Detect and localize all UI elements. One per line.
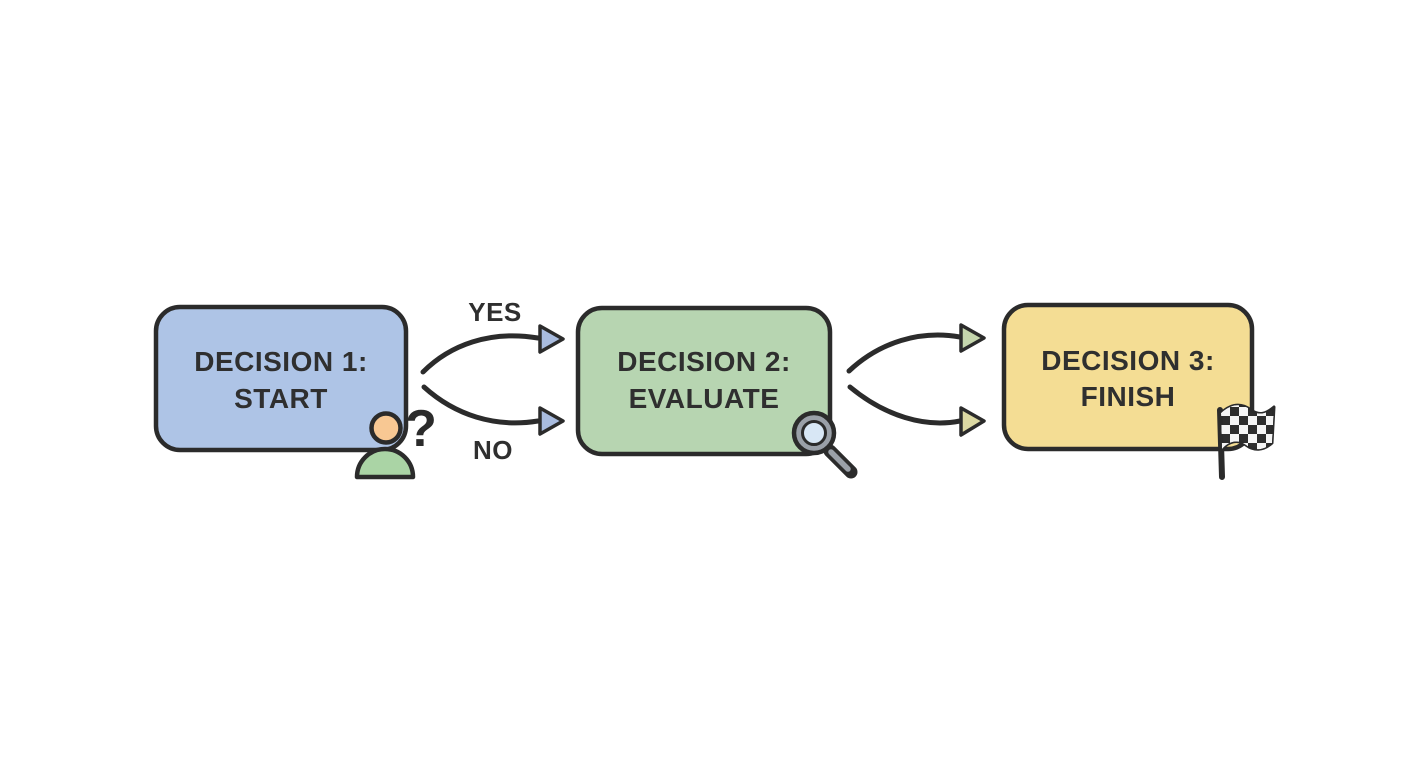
node-decision-3: DECISION 3: FINISH xyxy=(1001,302,1255,452)
edge-bottom-curve xyxy=(847,384,963,426)
edge-bottom-arrowhead-icon xyxy=(959,406,986,437)
node-decision-1-label-line1: DECISION 1: xyxy=(194,346,368,377)
edge-yes: YES xyxy=(420,297,565,375)
person-body xyxy=(354,446,416,480)
edge-evaluate-to-finish-bottom xyxy=(847,384,986,437)
edge-no: NO xyxy=(421,384,565,465)
person-question-icon: ? xyxy=(354,400,437,480)
question-mark-icon: ? xyxy=(405,400,437,458)
edge-evaluate-to-finish-top xyxy=(846,323,986,374)
flag-checker-pattern xyxy=(1221,405,1274,450)
edge-label-no: NO xyxy=(473,435,513,465)
edge-yes-curve xyxy=(420,333,541,375)
node-decision-2-box xyxy=(575,305,833,457)
node-decision-3-label-line2: FINISH xyxy=(1081,381,1176,412)
checkered-flag-icon xyxy=(1217,403,1276,480)
node-decision-3-box xyxy=(1001,302,1255,452)
edge-no-curve xyxy=(421,384,541,426)
node-decision-2-label-line2: EVALUATE xyxy=(629,383,780,414)
edge-label-yes: YES xyxy=(468,297,522,327)
node-decision-1-label-line2: START xyxy=(234,383,328,414)
edge-top-curve xyxy=(846,332,963,374)
node-decision-3-label-line1: DECISION 3: xyxy=(1041,345,1215,376)
node-decision-2-label-line1: DECISION 2: xyxy=(617,346,791,377)
node-decision-1-box xyxy=(153,304,409,453)
magnifier-icon xyxy=(791,410,858,479)
edge-top-arrowhead-icon xyxy=(959,323,986,353)
edge-no-arrowhead-icon xyxy=(538,406,565,436)
node-decision-1: DECISION 1: START xyxy=(153,304,409,453)
node-decision-2: DECISION 2: EVALUATE xyxy=(575,305,833,457)
magnifier-lens xyxy=(801,420,827,446)
person-head xyxy=(369,411,403,445)
magnifier-handle xyxy=(828,449,851,472)
edge-yes-arrowhead-icon xyxy=(538,324,565,354)
